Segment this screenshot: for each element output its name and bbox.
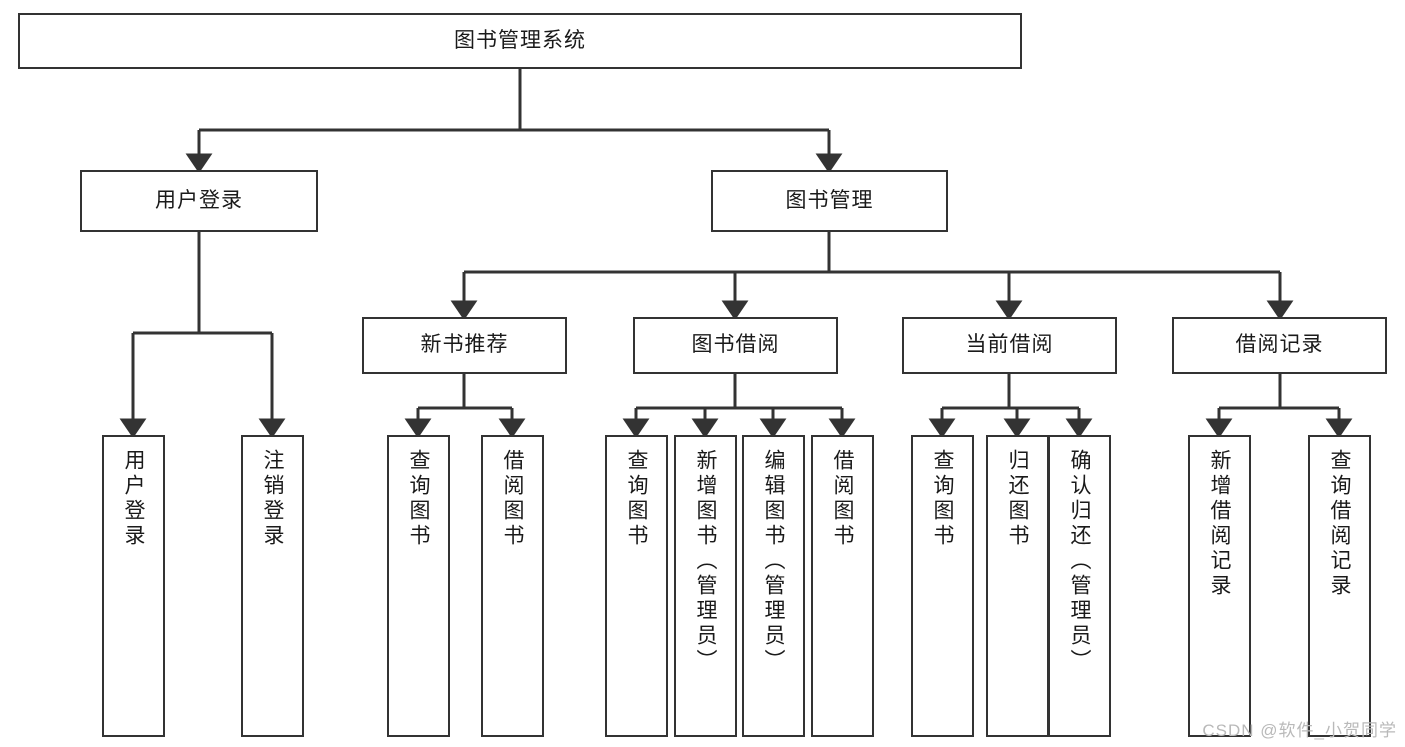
- node-book-manage-label: 图书管理: [785, 188, 874, 212]
- node-user-login[interactable]: 用户登录: [80, 170, 318, 232]
- node-leaf-confirm-return[interactable]: 确认归还（管理员）: [1048, 435, 1111, 737]
- node-leaf-edit-book[interactable]: 编辑图书（管理员）: [742, 435, 805, 737]
- node-leaf-edit-book-label: 编辑图书（管理员）: [762, 449, 785, 674]
- node-leaf-borrow-book-1[interactable]: 借阅图书: [481, 435, 544, 737]
- node-leaf-borrow-book-1-label: 借阅图书: [501, 449, 524, 549]
- node-leaf-user-logout[interactable]: 注销登录: [241, 435, 304, 737]
- node-current-borrow-label: 当前借阅: [965, 333, 1054, 357]
- node-leaf-confirm-return-label: 确认归还（管理员）: [1068, 449, 1091, 674]
- node-leaf-query-book-1[interactable]: 查询图书: [387, 435, 450, 737]
- node-leaf-query-book-2[interactable]: 查询图书: [605, 435, 668, 737]
- node-leaf-borrow-book-2-label: 借阅图书: [831, 449, 854, 549]
- node-book-borrow[interactable]: 图书借阅: [633, 317, 838, 374]
- node-root-label: 图书管理系统: [454, 28, 586, 52]
- node-user-login-label: 用户登录: [155, 188, 243, 212]
- node-borrow-record[interactable]: 借阅记录: [1172, 317, 1387, 374]
- node-leaf-query-book-1-label: 查询图书: [407, 449, 430, 549]
- node-leaf-add-book[interactable]: 新增图书（管理员）: [674, 435, 737, 737]
- node-leaf-borrow-book-2[interactable]: 借阅图书: [811, 435, 874, 737]
- node-leaf-query-book-2-label: 查询图书: [625, 449, 648, 549]
- node-root[interactable]: 图书管理系统: [18, 13, 1022, 69]
- node-leaf-query-book-3-label: 查询图书: [931, 449, 954, 549]
- node-leaf-add-record-label: 新增借阅记录: [1208, 449, 1231, 599]
- node-book-borrow-label: 图书借阅: [691, 333, 780, 357]
- node-new-book-rec[interactable]: 新书推荐: [362, 317, 567, 374]
- node-leaf-return-book-label: 归还图书: [1006, 449, 1029, 549]
- node-book-manage[interactable]: 图书管理: [711, 170, 948, 232]
- node-leaf-query-record[interactable]: 查询借阅记录: [1308, 435, 1371, 737]
- node-borrow-record-label: 借阅记录: [1235, 333, 1324, 357]
- node-leaf-user-login[interactable]: 用户登录: [102, 435, 165, 737]
- node-leaf-query-book-3[interactable]: 查询图书: [911, 435, 974, 737]
- node-leaf-user-login-label: 用户登录: [122, 449, 145, 549]
- node-new-book-rec-label: 新书推荐: [420, 333, 509, 357]
- node-leaf-user-logout-label: 注销登录: [261, 449, 284, 549]
- node-leaf-query-record-label: 查询借阅记录: [1328, 449, 1351, 599]
- node-leaf-add-book-label: 新增图书（管理员）: [694, 449, 717, 674]
- node-leaf-return-book[interactable]: 归还图书: [986, 435, 1049, 737]
- node-leaf-add-record[interactable]: 新增借阅记录: [1188, 435, 1251, 737]
- watermark-label: CSDN @软件_小贺同学: [1202, 721, 1397, 740]
- node-current-borrow[interactable]: 当前借阅: [902, 317, 1117, 374]
